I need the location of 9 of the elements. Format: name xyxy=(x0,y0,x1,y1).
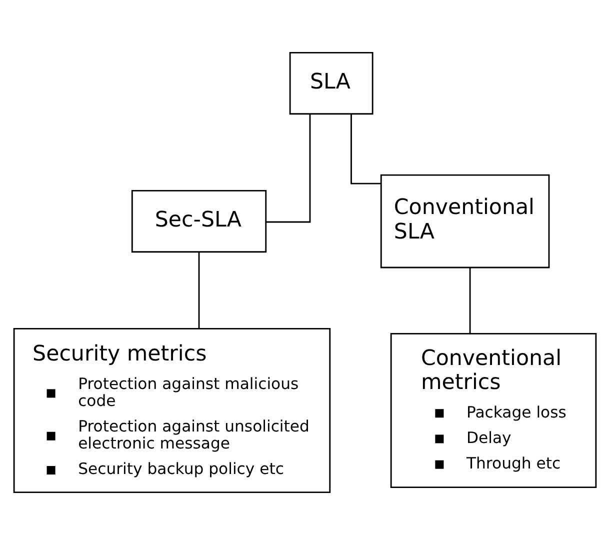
connector xyxy=(469,268,471,334)
connector xyxy=(198,252,200,329)
connector xyxy=(350,114,381,184)
connector xyxy=(266,114,311,223)
node-box: Security metrics Protection against malicious code Protection against unsolicited electronic message Security backup policy etc xyxy=(13,328,331,494)
node-box: Sec-SLA xyxy=(131,190,267,253)
node-box: Conventional SLA xyxy=(380,174,550,268)
node-box: Conventional metrics Package loss Delay Through etc xyxy=(390,332,597,488)
node-box: SLA xyxy=(289,52,374,115)
